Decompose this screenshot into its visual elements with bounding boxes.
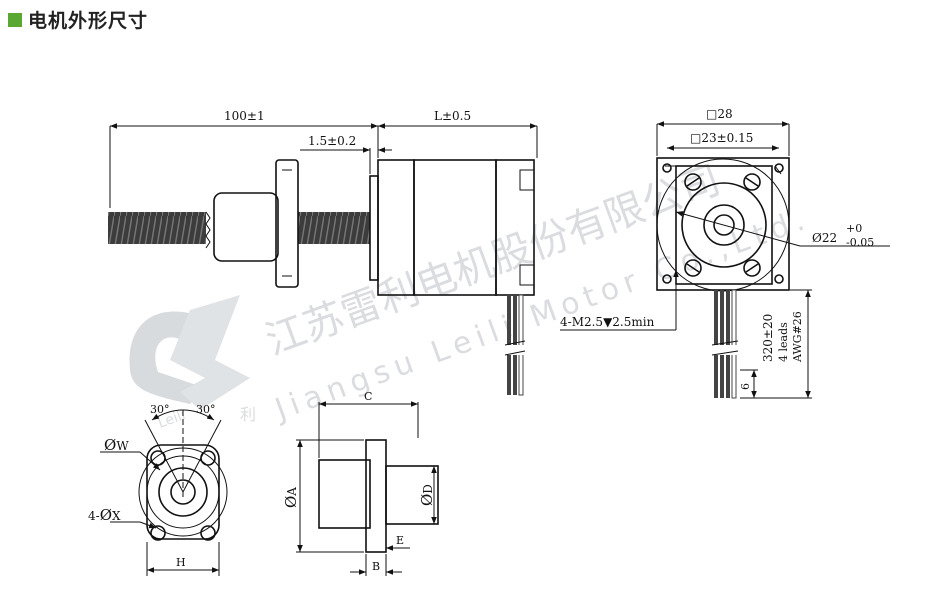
shaft-bore — [703, 204, 745, 246]
dia-a-label: ØA — [282, 487, 300, 508]
nut-side-flange — [365, 439, 387, 553]
nut-gap-label: 1.5±0.2 — [308, 134, 356, 148]
awg-label: AWG#26 — [791, 311, 804, 363]
pilot-circle — [681, 182, 767, 268]
pilot-tol-lower: -0.05 — [846, 236, 874, 249]
width-h-label: H — [176, 556, 186, 569]
dia-w-label: ØW — [104, 436, 129, 454]
bolt-pattern-label: □23±0.15 — [690, 131, 753, 145]
holes-x-label: 4-ØX — [88, 506, 121, 524]
pilot-tol-upper: +0 — [846, 222, 862, 235]
side-leads — [504, 294, 526, 396]
nut-bore-inner — [170, 479, 196, 505]
nut-body — [213, 192, 279, 262]
shaft-icon — [713, 214, 735, 236]
strip-length-label: 6 — [739, 383, 752, 390]
pilot-dia-label: Ø22 — [812, 231, 837, 245]
angle-right-label: 30° — [196, 403, 216, 416]
lead-length-label: 320±20 — [761, 314, 775, 362]
flange-b-label: B — [372, 560, 380, 573]
nut-side-shaft — [385, 465, 439, 525]
section-header: 电机外形尺寸 — [8, 6, 148, 33]
total-length-label: 100±1 — [224, 109, 265, 123]
green-square-icon — [8, 12, 22, 27]
side-view: 100±1 L±0.5 1.5±0.2 4-M2.5▼2.5min — [108, 109, 679, 396]
mount-screw-icons — [662, 163, 784, 284]
front-leads — [711, 289, 739, 399]
leads-count-label: 4 leads — [777, 322, 790, 362]
outer-size-label: □28 — [706, 107, 733, 121]
leili-logo-icon — [129, 295, 250, 410]
dia-d-label: ØD — [418, 484, 436, 506]
lead-screw-left — [108, 212, 206, 244]
lead-screw-right — [298, 212, 370, 244]
step-e-label: E — [396, 534, 404, 547]
nut-side-view: C ØA ØD B E — [282, 390, 439, 576]
motor-length-label: L±0.5 — [434, 109, 471, 123]
screw-break — [205, 211, 211, 249]
length-c-label: C — [364, 390, 372, 403]
mount-holes-label: 4-M2.5▼2.5min — [560, 315, 655, 329]
nut-flange — [275, 159, 299, 288]
face-plate — [675, 165, 773, 285]
front-view: □28 □23±0.15 Ø22 +0 -0.05 320±20 4 leads… — [656, 107, 890, 399]
watermark-logo-char: 利 — [240, 405, 256, 424]
motor-pilot — [369, 175, 379, 281]
angle-left-label: 30° — [150, 403, 170, 416]
section-title: 电机外形尺寸 — [28, 10, 149, 32]
nut-side-body — [318, 459, 371, 529]
nut-front-view: 30° 30° ØW 4-ØX H — [88, 403, 228, 576]
